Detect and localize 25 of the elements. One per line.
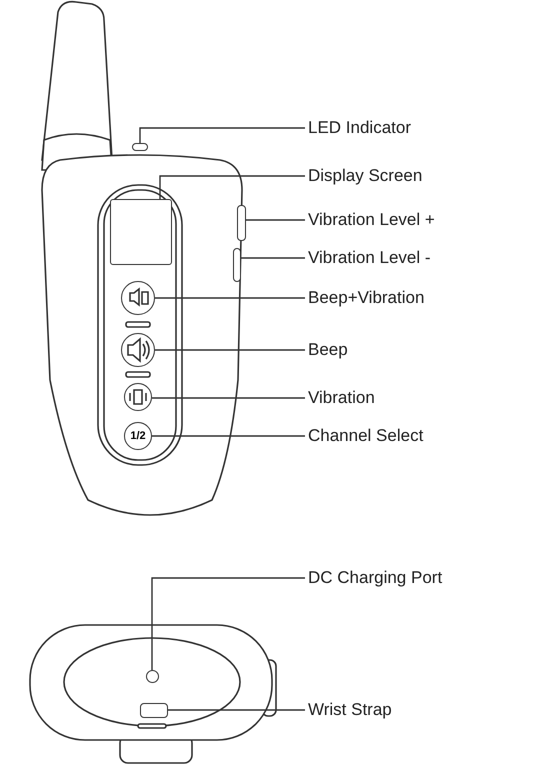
callout-label: Beep: [308, 340, 348, 360]
leader-line: [155, 297, 305, 299]
side-button: [233, 248, 241, 282]
callout-label: Vibration Level +: [308, 210, 435, 230]
leader-line: [139, 127, 305, 143]
side-button: [237, 205, 246, 241]
callout-label: Vibration Level -: [308, 248, 431, 268]
callout-label: Beep+Vibration: [308, 288, 424, 308]
leader-line: [152, 435, 305, 437]
callout-label: DC Charging Port: [308, 568, 442, 588]
callout-label: Vibration: [308, 388, 375, 408]
wrist-strap-slot: [140, 703, 168, 718]
leader-line: [159, 175, 305, 199]
callout-label: Wrist Strap: [308, 700, 392, 720]
display-screen: [110, 199, 172, 265]
leader-line: [168, 709, 305, 711]
callout-label: LED Indicator: [308, 118, 411, 138]
leader-line: [155, 349, 305, 351]
callout-label: Display Screen: [308, 166, 422, 186]
leader-line: [152, 397, 305, 399]
leader-line: [241, 257, 305, 259]
leader-line: [151, 577, 305, 670]
callout-label: Channel Select: [308, 426, 424, 446]
led-light: [132, 143, 148, 151]
leader-line: [246, 219, 305, 221]
